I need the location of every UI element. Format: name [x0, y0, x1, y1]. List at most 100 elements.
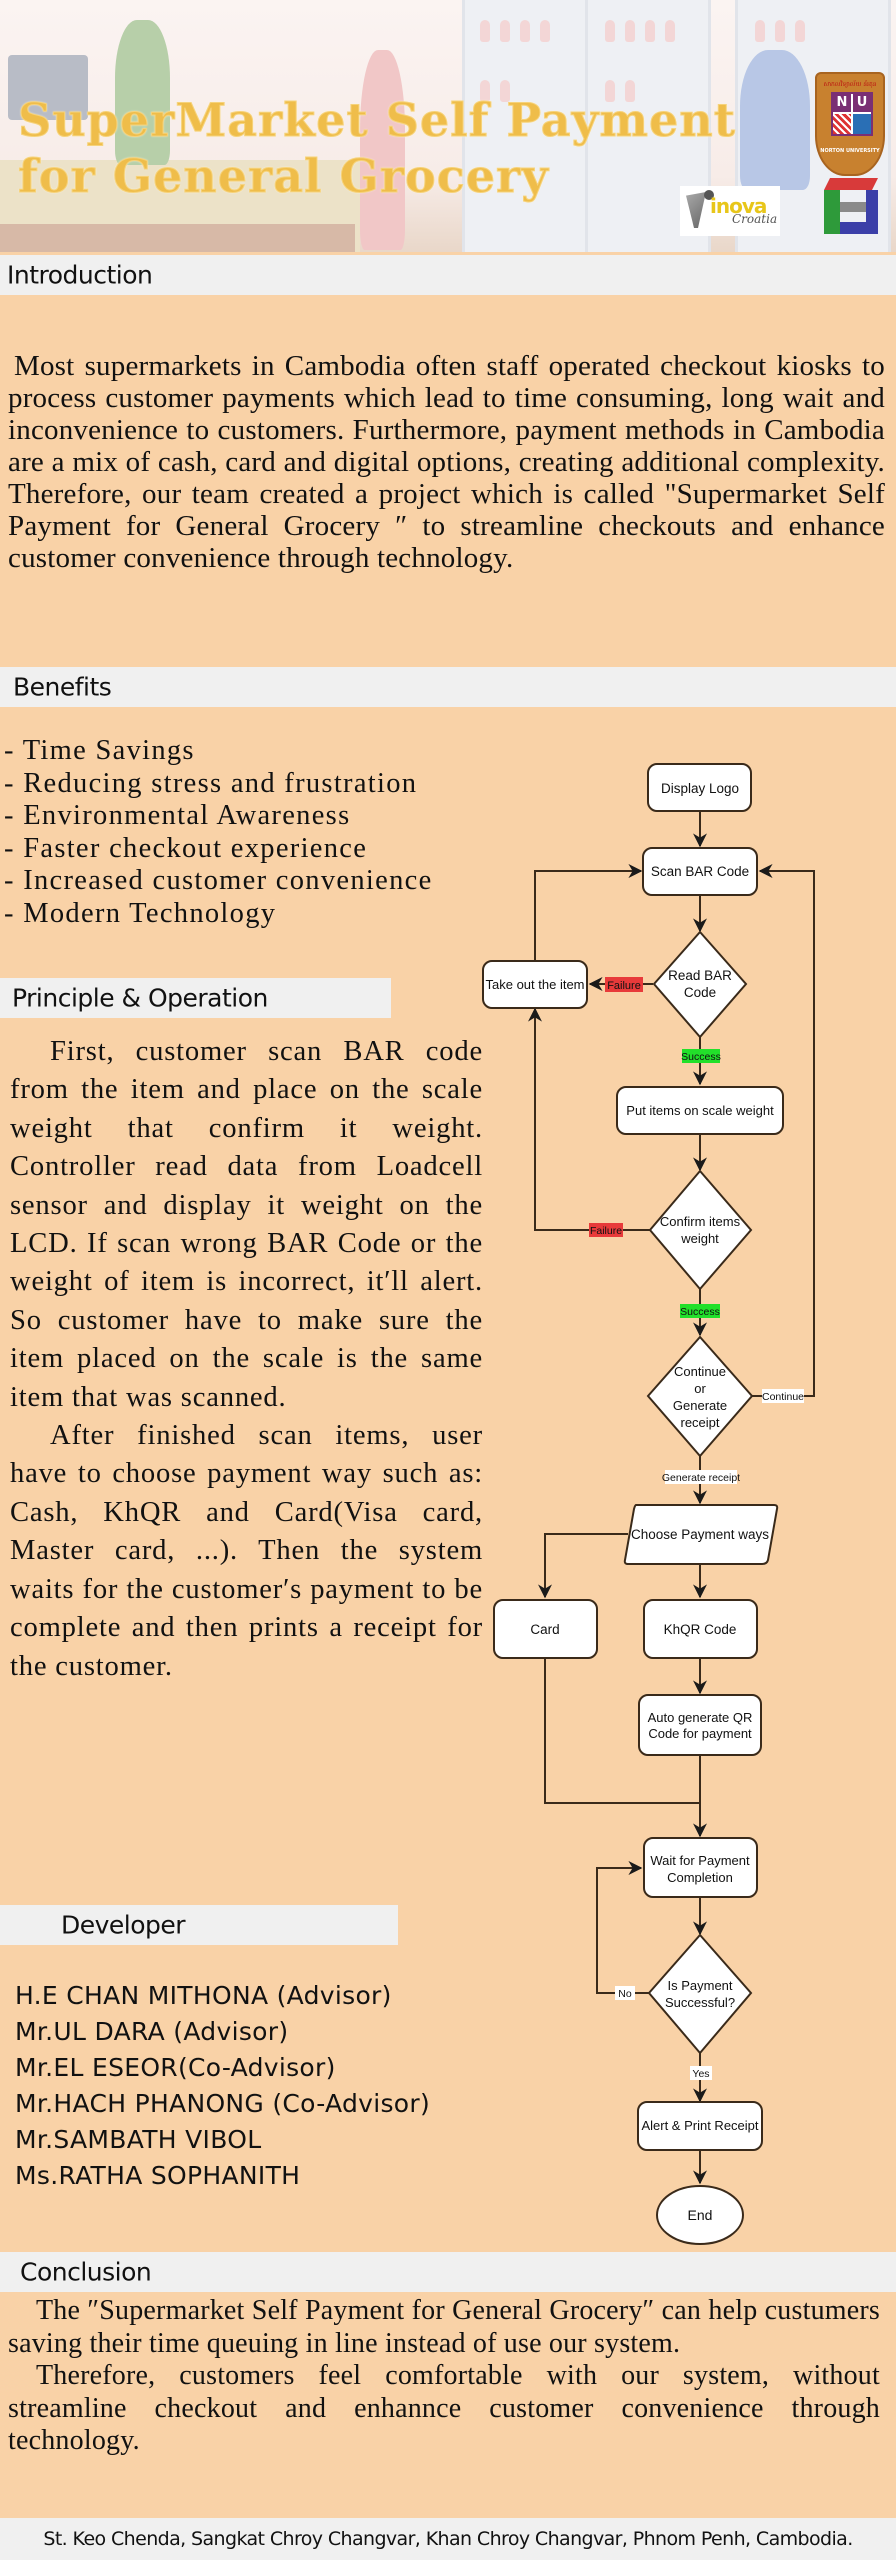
label-payment-yes: Yes: [690, 2066, 712, 2080]
bottle-icon: [665, 20, 675, 42]
logo-letter-u: U: [853, 94, 871, 112]
label-weight-failure: Failure: [589, 1223, 623, 1237]
benefit-item: - Environmental Awareness: [4, 800, 351, 831]
svg-text:Code: Code: [684, 985, 716, 1000]
conclusion-paragraph-1: The ″Supermarket Self Payment for Genera…: [8, 2295, 880, 2359]
benefit-item: - Faster checkout experience: [4, 832, 368, 864]
principle-paragraph-2: After finished scan items, user have to …: [10, 1420, 483, 1682]
university-name: NORTON UNIVERSITY: [820, 148, 880, 154]
developer-list: H.E CHAN MITHONA (Advisor) Mr.UL DARA (A…: [15, 1978, 485, 2194]
e-logo-icon: [824, 178, 878, 234]
svg-text:Wait for Payment: Wait for Payment: [650, 1853, 750, 1868]
figure-icon: [686, 192, 706, 228]
principle-paragraph-1: First, customer scan BAR code from the i…: [10, 1036, 483, 1413]
svg-text:Take out the item: Take out the item: [486, 977, 585, 992]
principle-heading: Principle & Operation: [12, 983, 268, 1013]
label-read-failure: Failure: [605, 977, 643, 992]
svg-text:Card: Card: [530, 1622, 559, 1637]
introduction-heading: Introduction: [7, 260, 153, 290]
poster-title: SuperMarket Self Payment for General Gro…: [18, 92, 736, 204]
title-line-1: SuperMarket Self Payment: [18, 93, 736, 148]
section-header-benefits: Benefits: [0, 667, 896, 707]
developer-item: Mr.UL DARA (Advisor): [15, 2017, 289, 2046]
flow-terminator-end: End: [656, 2185, 744, 2245]
logo-letter-n: N: [833, 94, 851, 112]
inova-subtitle: Croatia: [732, 212, 778, 226]
bottle-icon: [540, 20, 550, 42]
shopper-illustration: [740, 50, 810, 190]
svg-text:Yes: Yes: [692, 2068, 709, 2080]
university-khmer-name: សាកលវិទ្យាល័យ ន័រតុន: [823, 81, 877, 88]
svg-text:Read BAR: Read BAR: [668, 968, 732, 983]
monitor-illustration: [8, 55, 88, 120]
conclusion-paragraph-2: Therefore, customers feel comfortable wi…: [8, 2360, 880, 2456]
stripes-icon: [833, 114, 851, 134]
emblem-icon: [853, 114, 871, 134]
svg-text:Alert & Print Receipt: Alert & Print Receipt: [641, 2118, 758, 2133]
developer-item: Mr.EL ESEOR(Co-Advisor): [15, 2053, 336, 2082]
inova-croatia-logo: inova Croatia: [680, 186, 780, 236]
header-banner: SuperMarket Self Payment for General Gro…: [0, 0, 896, 252]
label-payment-no: No: [615, 1986, 635, 2000]
flow-decision-continue-or-generate: Continue or Generate receipt: [646, 1335, 754, 1458]
benefits-list: - Time Savings - Reducing stress and fru…: [4, 735, 474, 930]
bottle-icon: [605, 80, 615, 102]
flowchart-edges: [528, 810, 815, 2185]
svg-text:Code for payment: Code for payment: [648, 1726, 752, 1741]
svg-text:Failure: Failure: [590, 1225, 622, 1237]
bottle-icon: [775, 20, 785, 42]
benefit-item: - Increased customer convenience: [4, 865, 433, 896]
bottle-icon: [755, 20, 765, 42]
flow-node-take-out-item: Take out the item: [482, 960, 588, 1009]
edge-choose-to-card: [538, 1533, 628, 1599]
flow-node-auto-generate-qr: Auto generate QR Code for payment: [638, 1694, 762, 1756]
principle-text: First, customer scan BAR code from the i…: [10, 1033, 483, 1686]
edge-continue: [752, 864, 815, 1397]
label-weight-success: Success: [680, 1304, 720, 1318]
bottle-icon: [795, 20, 805, 42]
footer-address: St. Keo Chenda, Sangkat Chroy Changvar, …: [0, 2518, 896, 2560]
benefit-item: - Time Savings: [4, 735, 195, 766]
norton-university-logo: សាកលវិទ្យាល័យ ន័រតុន N U NORTON UNIVERSI…: [815, 72, 885, 176]
introduction-text: Most supermarkets in Cambodia often staf…: [8, 350, 885, 574]
flow-node-wait-payment: Wait for Payment Completion: [643, 1837, 758, 1898]
edge-takeout-to-scan: [534, 864, 643, 962]
cashier-illustration: [115, 20, 170, 165]
svg-text:Auto generate QR: Auto generate QR: [648, 1710, 753, 1725]
benefit-item: - Modern Technology: [4, 897, 277, 929]
svg-text:Generate: Generate: [673, 1398, 727, 1413]
flow-node-scan-bar-code: Scan BAR Code: [642, 847, 758, 896]
section-header-conclusion: Conclusion: [0, 2252, 896, 2292]
svg-text:Failure: Failure: [607, 980, 641, 992]
svg-text:KhQR Code: KhQR Code: [664, 1622, 737, 1637]
bottle-icon: [520, 20, 530, 42]
customer-illustration: [360, 50, 405, 250]
svg-text:Continue: Continue: [762, 1391, 804, 1403]
flow-node-alert-print-receipt: Alert & Print Receipt: [637, 2101, 763, 2151]
section-header-developer: Developer: [0, 1905, 398, 1945]
svg-text:Scan BAR Code: Scan BAR Code: [651, 864, 749, 879]
edge-payment-no: [596, 1861, 649, 1994]
svg-text:Put items on scale weight: Put items on scale weight: [626, 1103, 774, 1118]
label-read-success: Success: [681, 1049, 721, 1063]
flow-node-put-on-scale: Put items on scale weight: [616, 1086, 784, 1135]
flow-node-card: Card: [493, 1599, 598, 1659]
svg-text:Successful?: Successful?: [665, 1995, 735, 2010]
bottle-icon: [500, 20, 510, 42]
developer-heading: Developer: [61, 1910, 186, 1940]
bottle-icon: [480, 80, 490, 102]
svg-text:or: or: [694, 1381, 706, 1396]
svg-text:No: No: [618, 1988, 632, 2000]
developer-item: Mr.SAMBATH VIBOL: [15, 2125, 262, 2154]
flow-io-choose-payment: Choose Payment ways: [623, 1504, 779, 1565]
section-header-principle: Principle & Operation: [0, 978, 391, 1018]
flow-decision-confirm-weight: Confirm items weight: [648, 1169, 753, 1291]
inova-wordmark: inova: [710, 194, 767, 218]
developer-item: Mr.HACH PHANONG (Co-Advisor): [15, 2089, 431, 2118]
dot-icon: [704, 190, 714, 200]
bottle-icon: [480, 20, 490, 42]
svg-text:Continue: Continue: [674, 1364, 726, 1379]
svg-text:weight: weight: [680, 1231, 719, 1246]
svg-text:End: End: [688, 2207, 713, 2223]
svg-text:receipt: receipt: [680, 1415, 719, 1430]
